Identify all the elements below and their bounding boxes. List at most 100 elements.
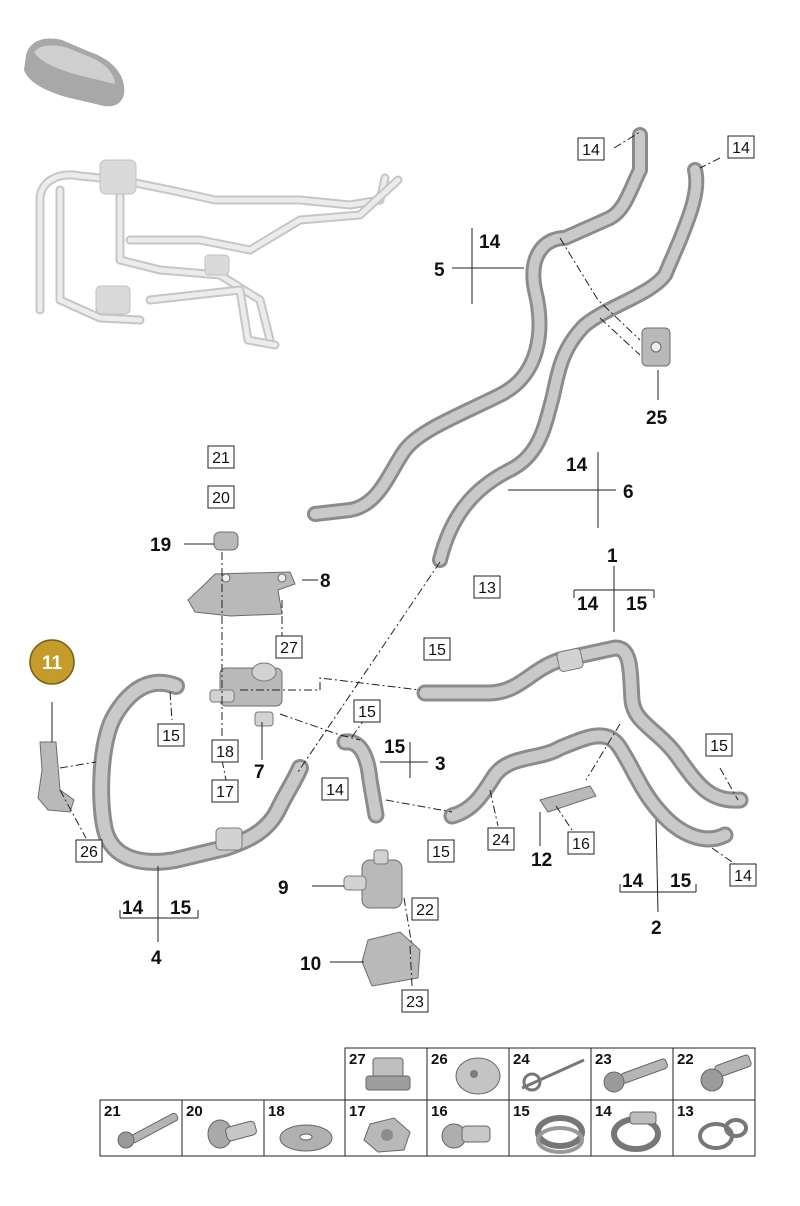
- rivet-icon: [207, 1119, 257, 1149]
- ref-box-27[interactable]: 27: [275, 635, 303, 659]
- ref-box-label: 13: [478, 580, 496, 597]
- ref-box-label: 20: [212, 490, 230, 507]
- ref-box-label: 14: [582, 142, 600, 159]
- pump-9[interactable]: [343, 849, 403, 909]
- table-cell-21: 21: [104, 1103, 121, 1120]
- callout-3: 3: [435, 754, 446, 775]
- bracket-10[interactable]: [361, 931, 421, 987]
- ref-box-15[interactable]: 15: [427, 839, 455, 863]
- bracket-8[interactable]: [187, 571, 296, 617]
- callout-7: 7: [254, 762, 265, 783]
- hose-clamp-icon: [535, 1115, 585, 1154]
- hose-5[interactable]: [307, 127, 648, 522]
- group-label-1-left: 14: [577, 594, 599, 615]
- ref-box-24[interactable]: 24: [487, 827, 515, 851]
- ref-box-20[interactable]: 20: [207, 485, 235, 509]
- ref-box-15[interactable]: 15: [705, 733, 733, 757]
- table-cell-26: 26: [431, 1051, 448, 1068]
- cable-tie-icon: [521, 1058, 585, 1092]
- ref-box-17[interactable]: 17: [211, 779, 239, 803]
- ref-box-21[interactable]: 21: [207, 445, 235, 469]
- ref-box-14[interactable]: 14: [577, 137, 605, 161]
- ref-box-18[interactable]: 18: [211, 739, 239, 763]
- ref-box-15[interactable]: 15: [157, 723, 185, 747]
- ref-box-26[interactable]: 26: [75, 839, 103, 863]
- hex-nut-icon: [363, 1117, 411, 1153]
- ref-box-label: 14: [734, 868, 752, 885]
- bracket-25[interactable]: [641, 327, 671, 367]
- group-label-3: 15: [384, 737, 406, 758]
- table-cell-17: 17: [349, 1103, 366, 1120]
- parts-table: 27 26 24 23 22 21 20 18 17 16 15 14 13: [99, 1047, 756, 1157]
- hose-1[interactable]: [416, 639, 749, 809]
- table-cell-13: 13: [677, 1103, 694, 1120]
- table-cell-15: 15: [513, 1103, 530, 1120]
- clip-12[interactable]: [539, 785, 597, 813]
- callout-2: 2: [651, 918, 662, 939]
- clip-clamp-icon: [698, 1118, 748, 1150]
- push-clip-icon: [441, 1123, 491, 1149]
- ref-box-14[interactable]: 14: [321, 777, 349, 801]
- bracket-26[interactable]: [37, 741, 75, 813]
- table-cell-16: 16: [431, 1103, 448, 1120]
- ref-box-label: 15: [428, 642, 446, 659]
- ref-box-label: 18: [216, 744, 234, 761]
- ref-box-label: 21: [212, 450, 230, 467]
- ref-box-22[interactable]: 22: [411, 897, 439, 921]
- callout-10: 10: [300, 954, 321, 975]
- ref-box-label: 26: [80, 844, 98, 861]
- ref-box-label: 24: [492, 832, 510, 849]
- hose-3[interactable]: [336, 733, 385, 824]
- ref-box-15[interactable]: 15: [353, 699, 381, 723]
- table-cell-22: 22: [677, 1051, 694, 1068]
- ref-box-label: 14: [732, 140, 750, 157]
- group-label-2-right: 15: [670, 871, 692, 892]
- table-cell-23: 23: [595, 1051, 612, 1068]
- callout-9: 9: [278, 878, 289, 899]
- hose-4[interactable]: [92, 673, 309, 871]
- table-cell-18: 18: [268, 1103, 285, 1120]
- ref-box-13[interactable]: 13: [473, 575, 501, 599]
- ref-box-label: 15: [358, 704, 376, 721]
- group-label-6: 14: [566, 455, 588, 476]
- hex-bolt-icon: [700, 1054, 752, 1092]
- ref-box-label: 14: [326, 782, 344, 799]
- hose-2[interactable]: [443, 727, 734, 848]
- group-label-4-left: 14: [122, 898, 144, 919]
- rubber-mount-19[interactable]: [213, 531, 239, 551]
- ref-box-14[interactable]: 14: [729, 863, 757, 887]
- ref-box-23[interactable]: 23: [401, 989, 429, 1013]
- nut-icon: [365, 1057, 411, 1091]
- ref-box-label: 15: [710, 738, 728, 755]
- vehicle-silhouette-icon: [24, 38, 125, 107]
- ref-box-label: 27: [280, 640, 298, 657]
- table-cell-24: 24: [513, 1051, 530, 1068]
- callout-12: 12: [531, 850, 552, 871]
- hose-6[interactable]: [432, 162, 705, 568]
- long-bolt-icon: [117, 1112, 179, 1149]
- callout-6: 6: [623, 482, 634, 503]
- ref-box-label: 23: [406, 994, 424, 1011]
- ref-box-label: 16: [572, 836, 590, 853]
- hose-assembly-overview: [35, 159, 403, 350]
- bolt-icon: [603, 1058, 668, 1093]
- valve-7[interactable]: [209, 662, 283, 727]
- ref-box-label: 15: [162, 728, 180, 745]
- ref-box-14[interactable]: 14: [727, 135, 755, 159]
- svg-text:11: 11: [42, 653, 63, 674]
- table-cell-27: 27: [349, 1051, 366, 1068]
- ref-box-label: 15: [432, 844, 450, 861]
- callout-5: 5: [434, 260, 445, 281]
- callout-19: 19: [150, 535, 171, 556]
- ref-box-label: 17: [216, 784, 234, 801]
- leader-lines: [51, 228, 697, 963]
- flat-washer-icon: [279, 1124, 333, 1152]
- spring-clamp-icon: [611, 1111, 661, 1152]
- callout-1: 1: [607, 546, 618, 567]
- highlight-badge-11[interactable]: 11: [29, 639, 75, 685]
- table-cell-14: 14: [595, 1103, 612, 1120]
- ref-box-16[interactable]: 16: [567, 831, 595, 855]
- ref-box-15[interactable]: 15: [423, 637, 451, 661]
- table-cell-20: 20: [186, 1103, 203, 1120]
